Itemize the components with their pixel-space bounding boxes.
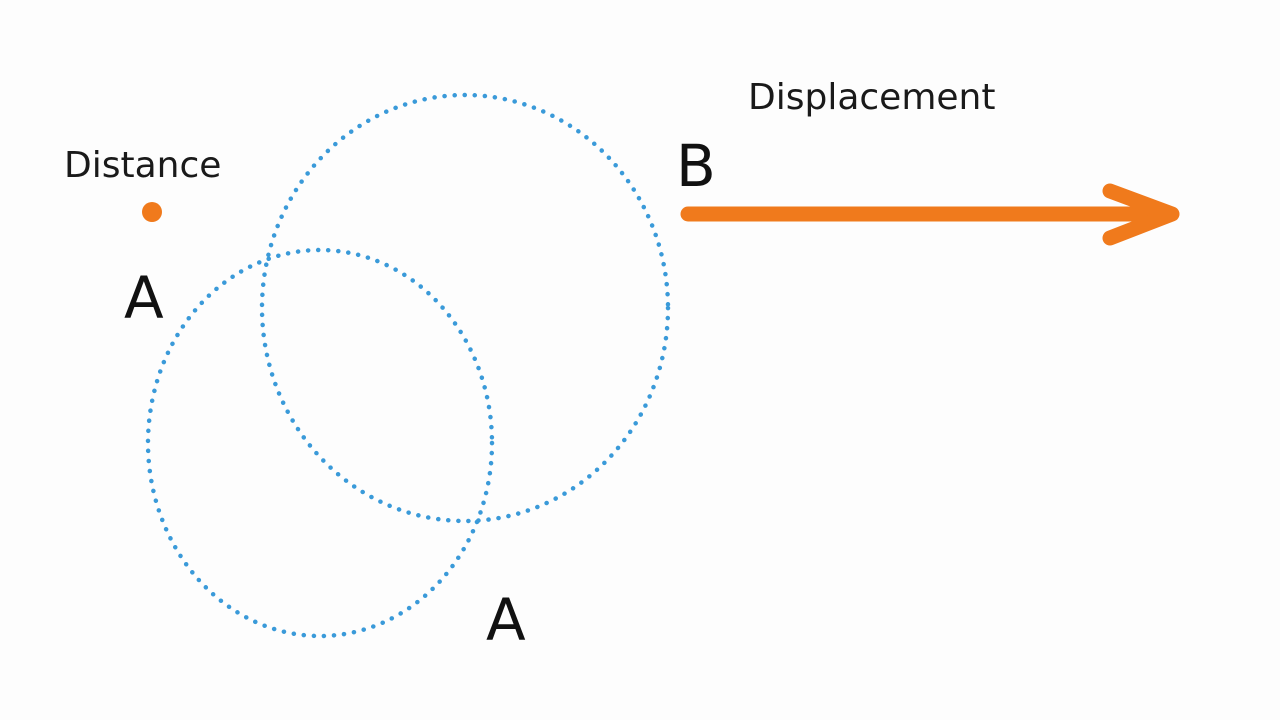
dotted-path-small-circle	[145, 247, 495, 639]
displacement-label: Displacement	[748, 77, 995, 118]
displacement-arrow	[680, 183, 1180, 246]
point-b-label: B	[676, 132, 716, 200]
point-a-top-label: A	[124, 264, 164, 332]
displacement-arrow-head	[1102, 183, 1180, 246]
distance-label: Distance	[64, 145, 221, 186]
dotted-path-large-circle	[259, 92, 671, 524]
point-a-bottom-label: A	[486, 586, 526, 654]
start-point-dot	[142, 202, 162, 222]
